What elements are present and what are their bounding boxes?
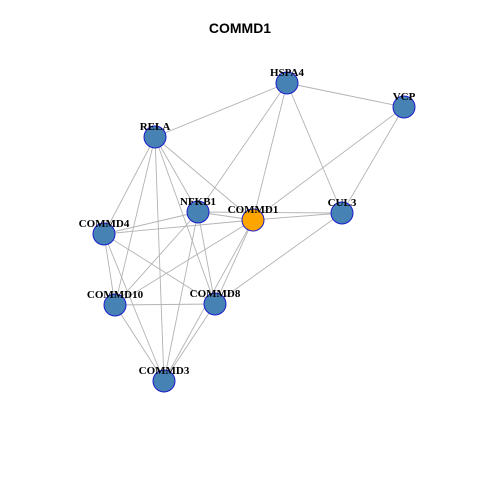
edge-layer	[103, 82, 405, 382]
node-commd8	[203, 292, 227, 316]
node-commd1	[241, 208, 265, 232]
edge-commd8-commd3	[163, 303, 216, 382]
edge-cul3-commd8	[214, 212, 343, 305]
chart-title: COMMD1	[208, 20, 272, 36]
node-label-rela: RELA	[140, 121, 171, 133]
node-label-hspa4: HSPA4	[270, 67, 305, 79]
node-label-commd10: COMMD10	[87, 289, 144, 301]
edge-commd4-commd8	[103, 233, 216, 305]
node-nfkb1	[186, 200, 210, 224]
node-label-cul3: CUL3	[328, 197, 357, 209]
edge-nfkb1-commd3	[163, 211, 199, 382]
edge-nfkb1-commd10	[114, 211, 199, 306]
node-commd4	[92, 222, 116, 246]
node-label-vcp: VCP	[393, 91, 416, 103]
edge-rela-commd1	[154, 136, 254, 221]
edge-commd4-commd3	[103, 233, 165, 382]
edge-commd1-commd8	[214, 219, 254, 305]
node-label-nfkb1: NFKB1	[180, 196, 216, 208]
node-label-commd3: COMMD3	[139, 365, 190, 377]
edge-commd1-commd4	[103, 219, 254, 235]
edge-nfkb1-commd4	[103, 211, 199, 235]
edge-vcp-cul3	[341, 106, 405, 214]
edge-hspa4-nfkb1	[197, 82, 288, 213]
edge-nfkb1-cul3	[197, 211, 343, 214]
node-commd10	[103, 293, 127, 317]
edge-rela-commd4	[103, 136, 156, 235]
edge-commd10-commd3	[114, 304, 165, 382]
edge-nfkb1-commd8	[197, 211, 216, 305]
edge-rela-commd3	[154, 136, 165, 382]
node-rela	[143, 125, 167, 149]
node-label-commd4: COMMD4	[79, 218, 130, 230]
node-commd3	[152, 369, 176, 393]
edge-commd1-cul3	[252, 212, 343, 221]
edge-rela-nfkb1	[154, 136, 199, 213]
node-hspa4	[275, 71, 299, 95]
edge-hspa4-commd1	[252, 82, 288, 221]
edge-hspa4-rela	[154, 82, 288, 138]
node-vcp	[392, 95, 416, 119]
edge-commd1-commd10	[114, 219, 254, 306]
node-label-commd1: COMMD1	[228, 204, 279, 216]
node-label-commd8: COMMD8	[190, 288, 241, 300]
edge-vcp-commd1	[252, 106, 405, 221]
edge-rela-commd8	[154, 136, 216, 305]
edge-commd4-commd10	[103, 233, 116, 306]
edge-hspa4-vcp	[286, 82, 405, 108]
edge-commd10-commd8	[114, 303, 216, 306]
node-cul3	[330, 201, 354, 225]
node-layer	[92, 71, 416, 393]
edge-hspa4-cul3	[286, 82, 343, 214]
